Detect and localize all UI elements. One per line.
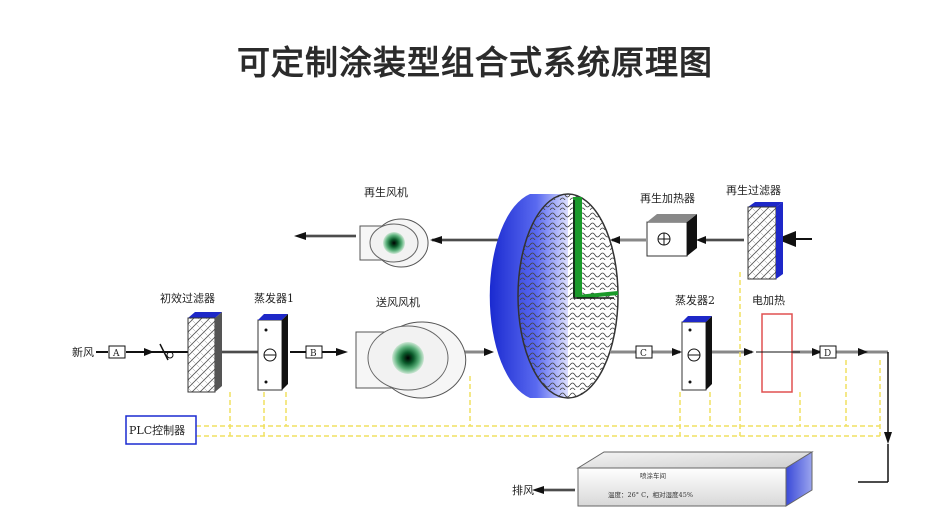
regen-airflow [294, 231, 812, 247]
regen-heater-label: 再生加热器 [640, 191, 695, 205]
workshop-status: 温度：26° C，相对湿度45% [608, 490, 693, 499]
evaporator-1 [257, 314, 288, 391]
page-title: 可定制涂装型组合式系统原理图 [237, 43, 713, 82]
point-c: C [635, 345, 653, 359]
point-d: D [819, 345, 837, 359]
plc-label: PLC控制器 [129, 423, 185, 437]
regen-fan [359, 218, 429, 268]
primary-filter-label: 初效过滤器 [160, 291, 215, 305]
regen-heater [646, 214, 697, 257]
control-signal-lines [196, 272, 881, 437]
supply-fan-label: 送风风机 [376, 295, 420, 309]
point-b: B [305, 345, 323, 359]
desiccant-wheel [489, 193, 619, 399]
regen-filter [747, 202, 783, 280]
process-airflow [96, 343, 892, 494]
fresh-air-label: 新风 [72, 345, 94, 359]
point-d-label: D [824, 349, 831, 359]
evaporator2-label: 蒸发器2 [675, 293, 715, 307]
plc-controller: PLC控制器 [125, 415, 197, 445]
evaporator-2 [681, 316, 712, 391]
point-c-label: C [640, 349, 647, 359]
electric-heater-label: 电加热 [752, 294, 785, 307]
paint-workshop: 喷涂车间 温度：26° C，相对湿度45% [576, 451, 814, 507]
regen-fan-label: 再生风机 [364, 185, 408, 199]
exhaust-label: 排风 [512, 483, 534, 497]
point-a-label: A [112, 349, 120, 359]
workshop-title: 喷涂车间 [640, 471, 666, 480]
evaporator1-label: 蒸发器1 [254, 291, 294, 305]
electric-heater [756, 313, 800, 393]
primary-filter [187, 312, 222, 393]
point-b-label: B [310, 349, 317, 359]
supply-fan [355, 321, 467, 399]
regen-filter-label: 再生过滤器 [726, 183, 781, 197]
point-a: A [108, 345, 126, 359]
